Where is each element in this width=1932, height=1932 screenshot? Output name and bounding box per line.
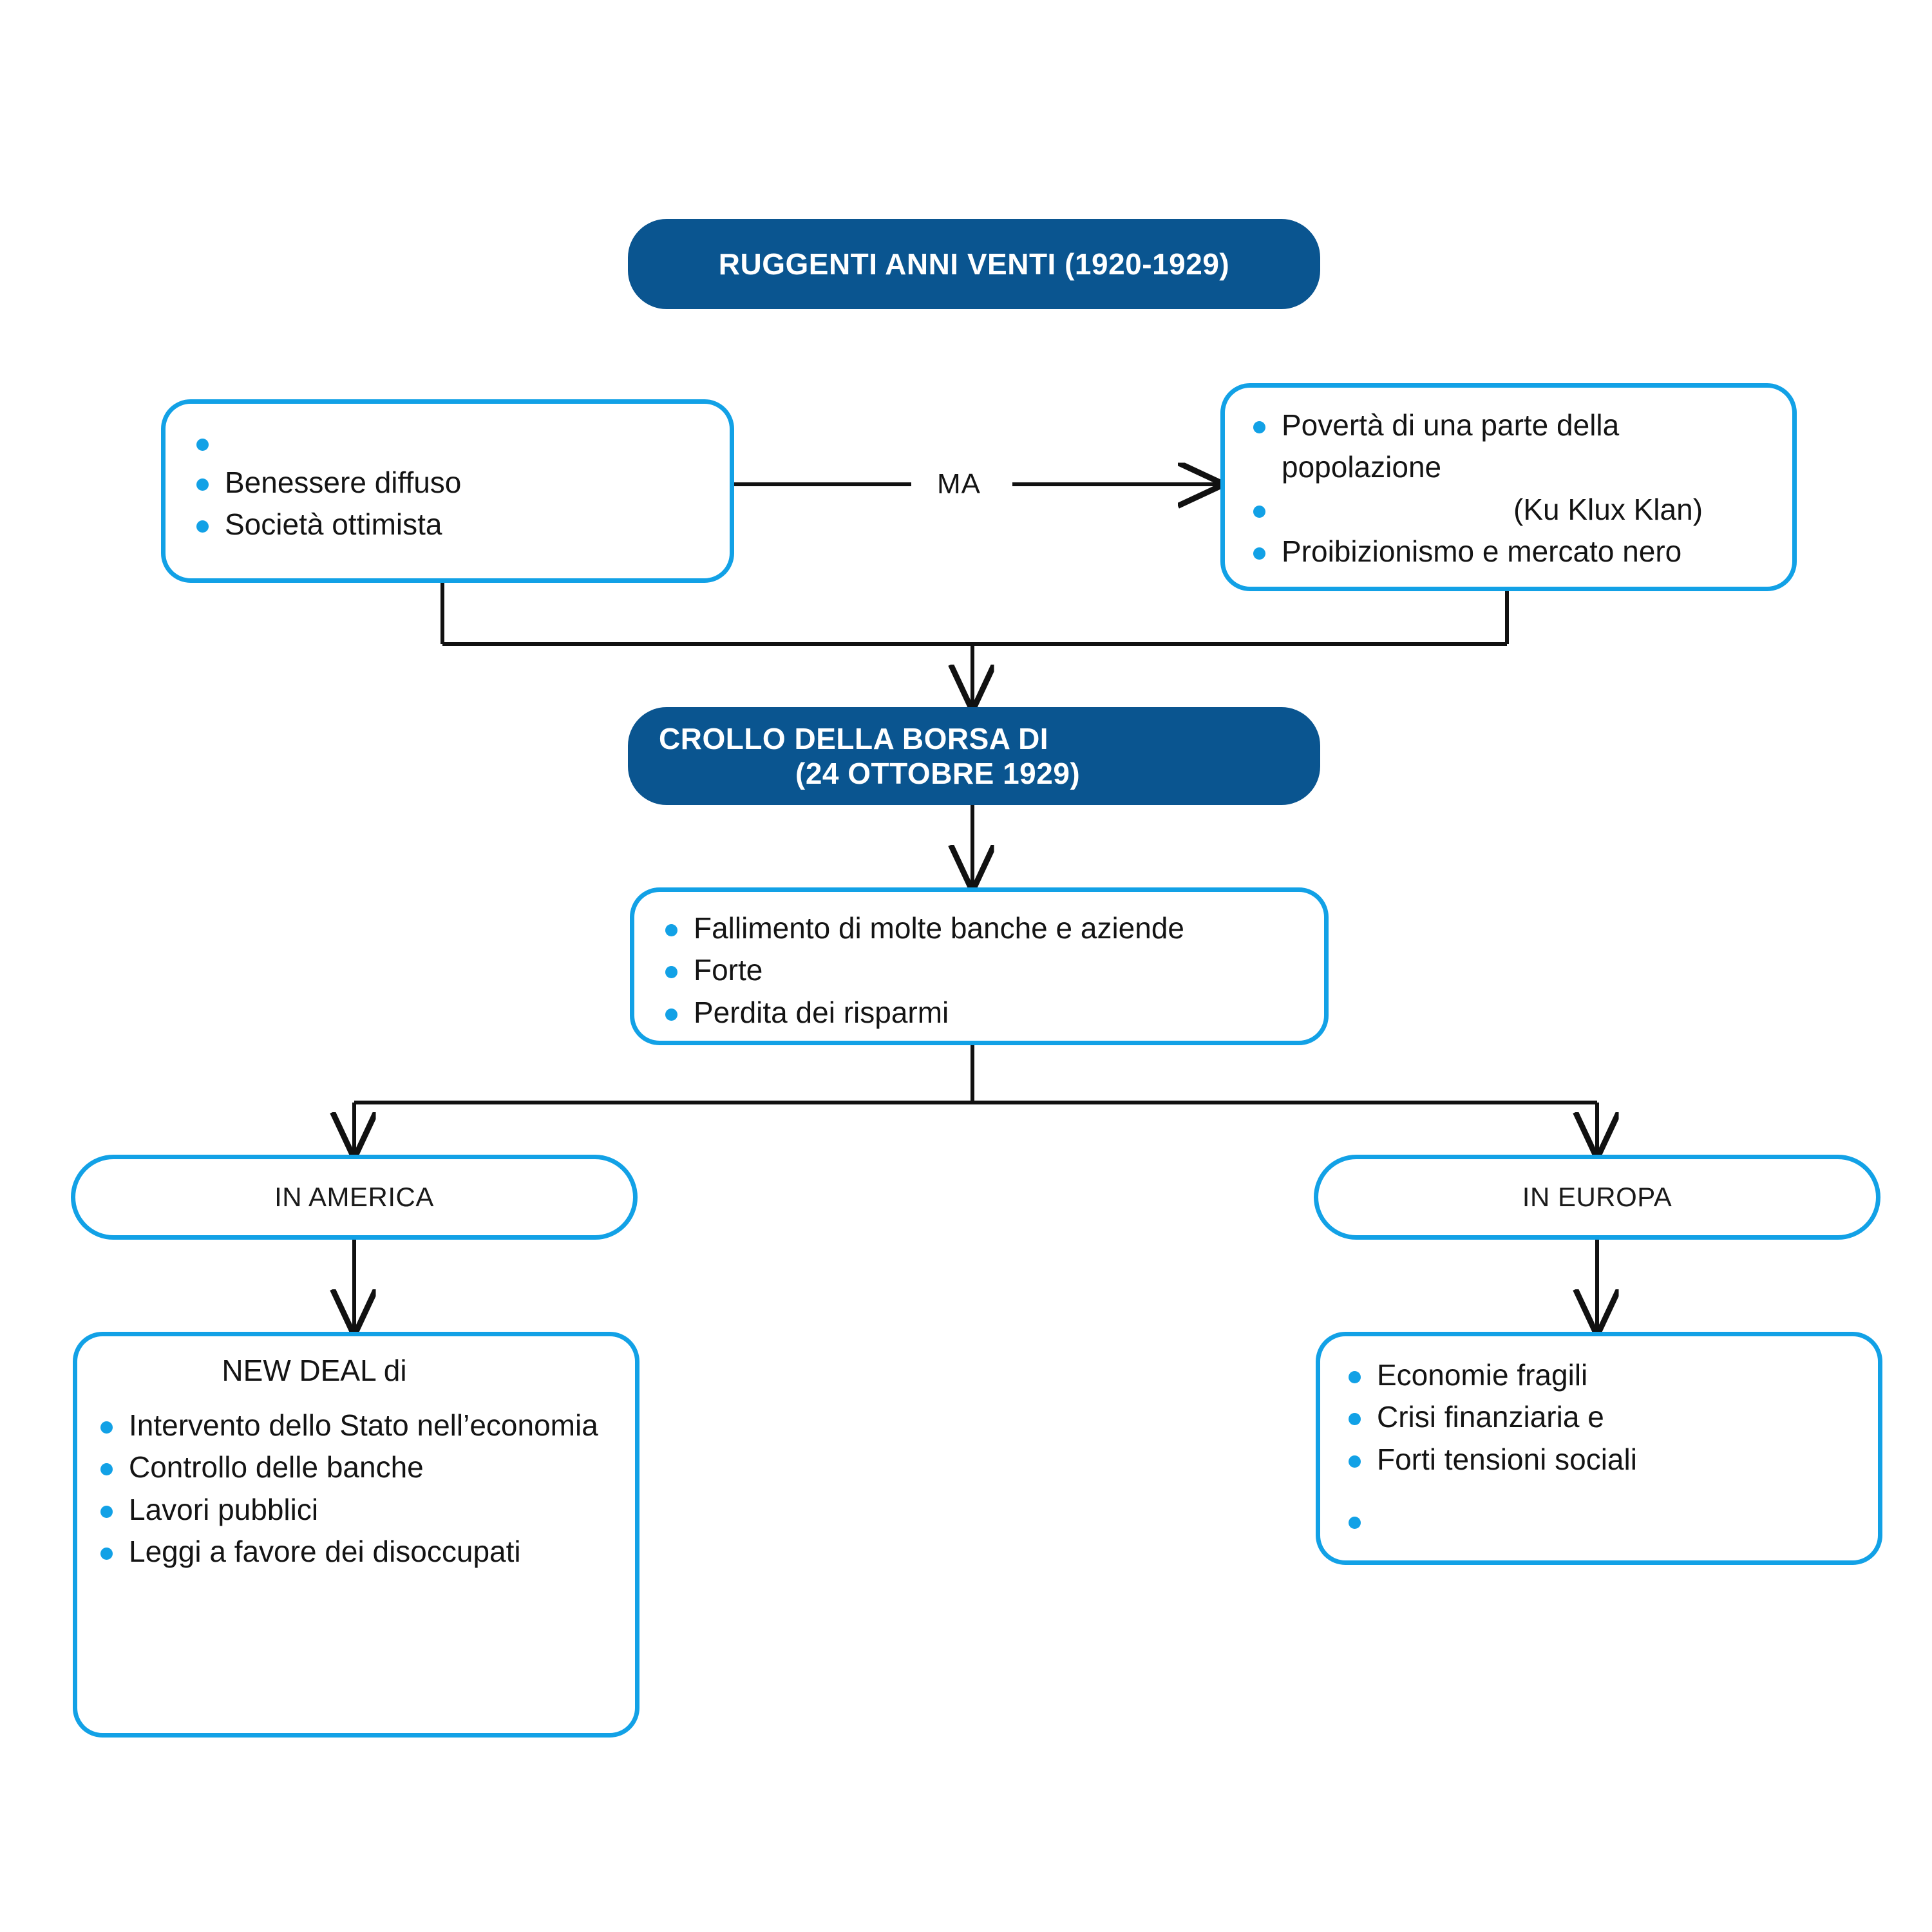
positives-list: Benessere diffuso Società ottimista <box>187 422 708 546</box>
branch-pill-europa-label: IN EUROPA <box>1522 1182 1672 1212</box>
ma-connector-label: MA <box>937 468 981 500</box>
branch-pill-america-label: IN AMERICA <box>274 1182 434 1212</box>
negatives-list: Povertà di una parte della popolazione (… <box>1244 404 1773 573</box>
list-item: Società ottimista <box>187 504 708 545</box>
america-detail-box: NEW DEAL di Intervento dello Stato nell’… <box>73 1332 639 1738</box>
crash-box: CROLLO DELLA BORSA DI (24 OTTOBRE 1929) <box>628 707 1320 805</box>
list-item: Perdita dei risparmi <box>656 992 1302 1034</box>
crash-box-line2: (24 OTTOBRE 1929) <box>795 757 1081 790</box>
list-item: Forti tensioni sociali <box>1340 1439 1859 1481</box>
list-item: Forte <box>656 949 1302 991</box>
list-item: Povertà di una parte della popolazione <box>1244 404 1773 489</box>
effects-box: Fallimento di molte banche e aziende For… <box>630 887 1329 1045</box>
list-item: Leggi a favore dei disoccupati <box>91 1531 621 1573</box>
list-item: Controllo delle banche <box>91 1446 621 1488</box>
list-item: Lavori pubblici <box>91 1489 621 1531</box>
branch-pill-europa: IN EUROPA <box>1314 1155 1880 1240</box>
america-heading: NEW DEAL di <box>222 1354 407 1387</box>
positives-box: Benessere diffuso Società ottimista <box>161 399 734 583</box>
list-item <box>187 422 708 462</box>
list-item: Benessere diffuso <box>187 462 708 504</box>
europa-detail-box: Economie fragili Crisi finanziaria e For… <box>1316 1332 1882 1565</box>
effects-list: Fallimento di molte banche e aziende For… <box>656 907 1302 1034</box>
title-box-text: RUGGENTI ANNI VENTI (1920-1929) <box>718 247 1230 281</box>
negatives-box: Povertà di una parte della popolazione (… <box>1220 383 1797 591</box>
list-item <box>1340 1500 1859 1540</box>
europa-list: Economie fragili Crisi finanziaria e For… <box>1340 1354 1859 1540</box>
list-item: Crisi finanziaria e <box>1340 1396 1859 1438</box>
list-item: Fallimento di molte banche e aziende <box>656 907 1302 949</box>
title-box: RUGGENTI ANNI VENTI (1920-1929) <box>628 219 1320 309</box>
list-item: (Ku Klux Klan) <box>1244 489 1773 531</box>
branch-pill-america: IN AMERICA <box>71 1155 638 1240</box>
america-list: Intervento dello Stato nell’economia Con… <box>91 1405 621 1573</box>
list-item: Economie fragili <box>1340 1354 1859 1396</box>
crash-box-line1: CROLLO DELLA BORSA DI <box>659 721 1049 755</box>
list-item: Proibizionismo e mercato nero <box>1244 531 1773 573</box>
list-item: Intervento dello Stato nell’economia <box>91 1405 621 1446</box>
